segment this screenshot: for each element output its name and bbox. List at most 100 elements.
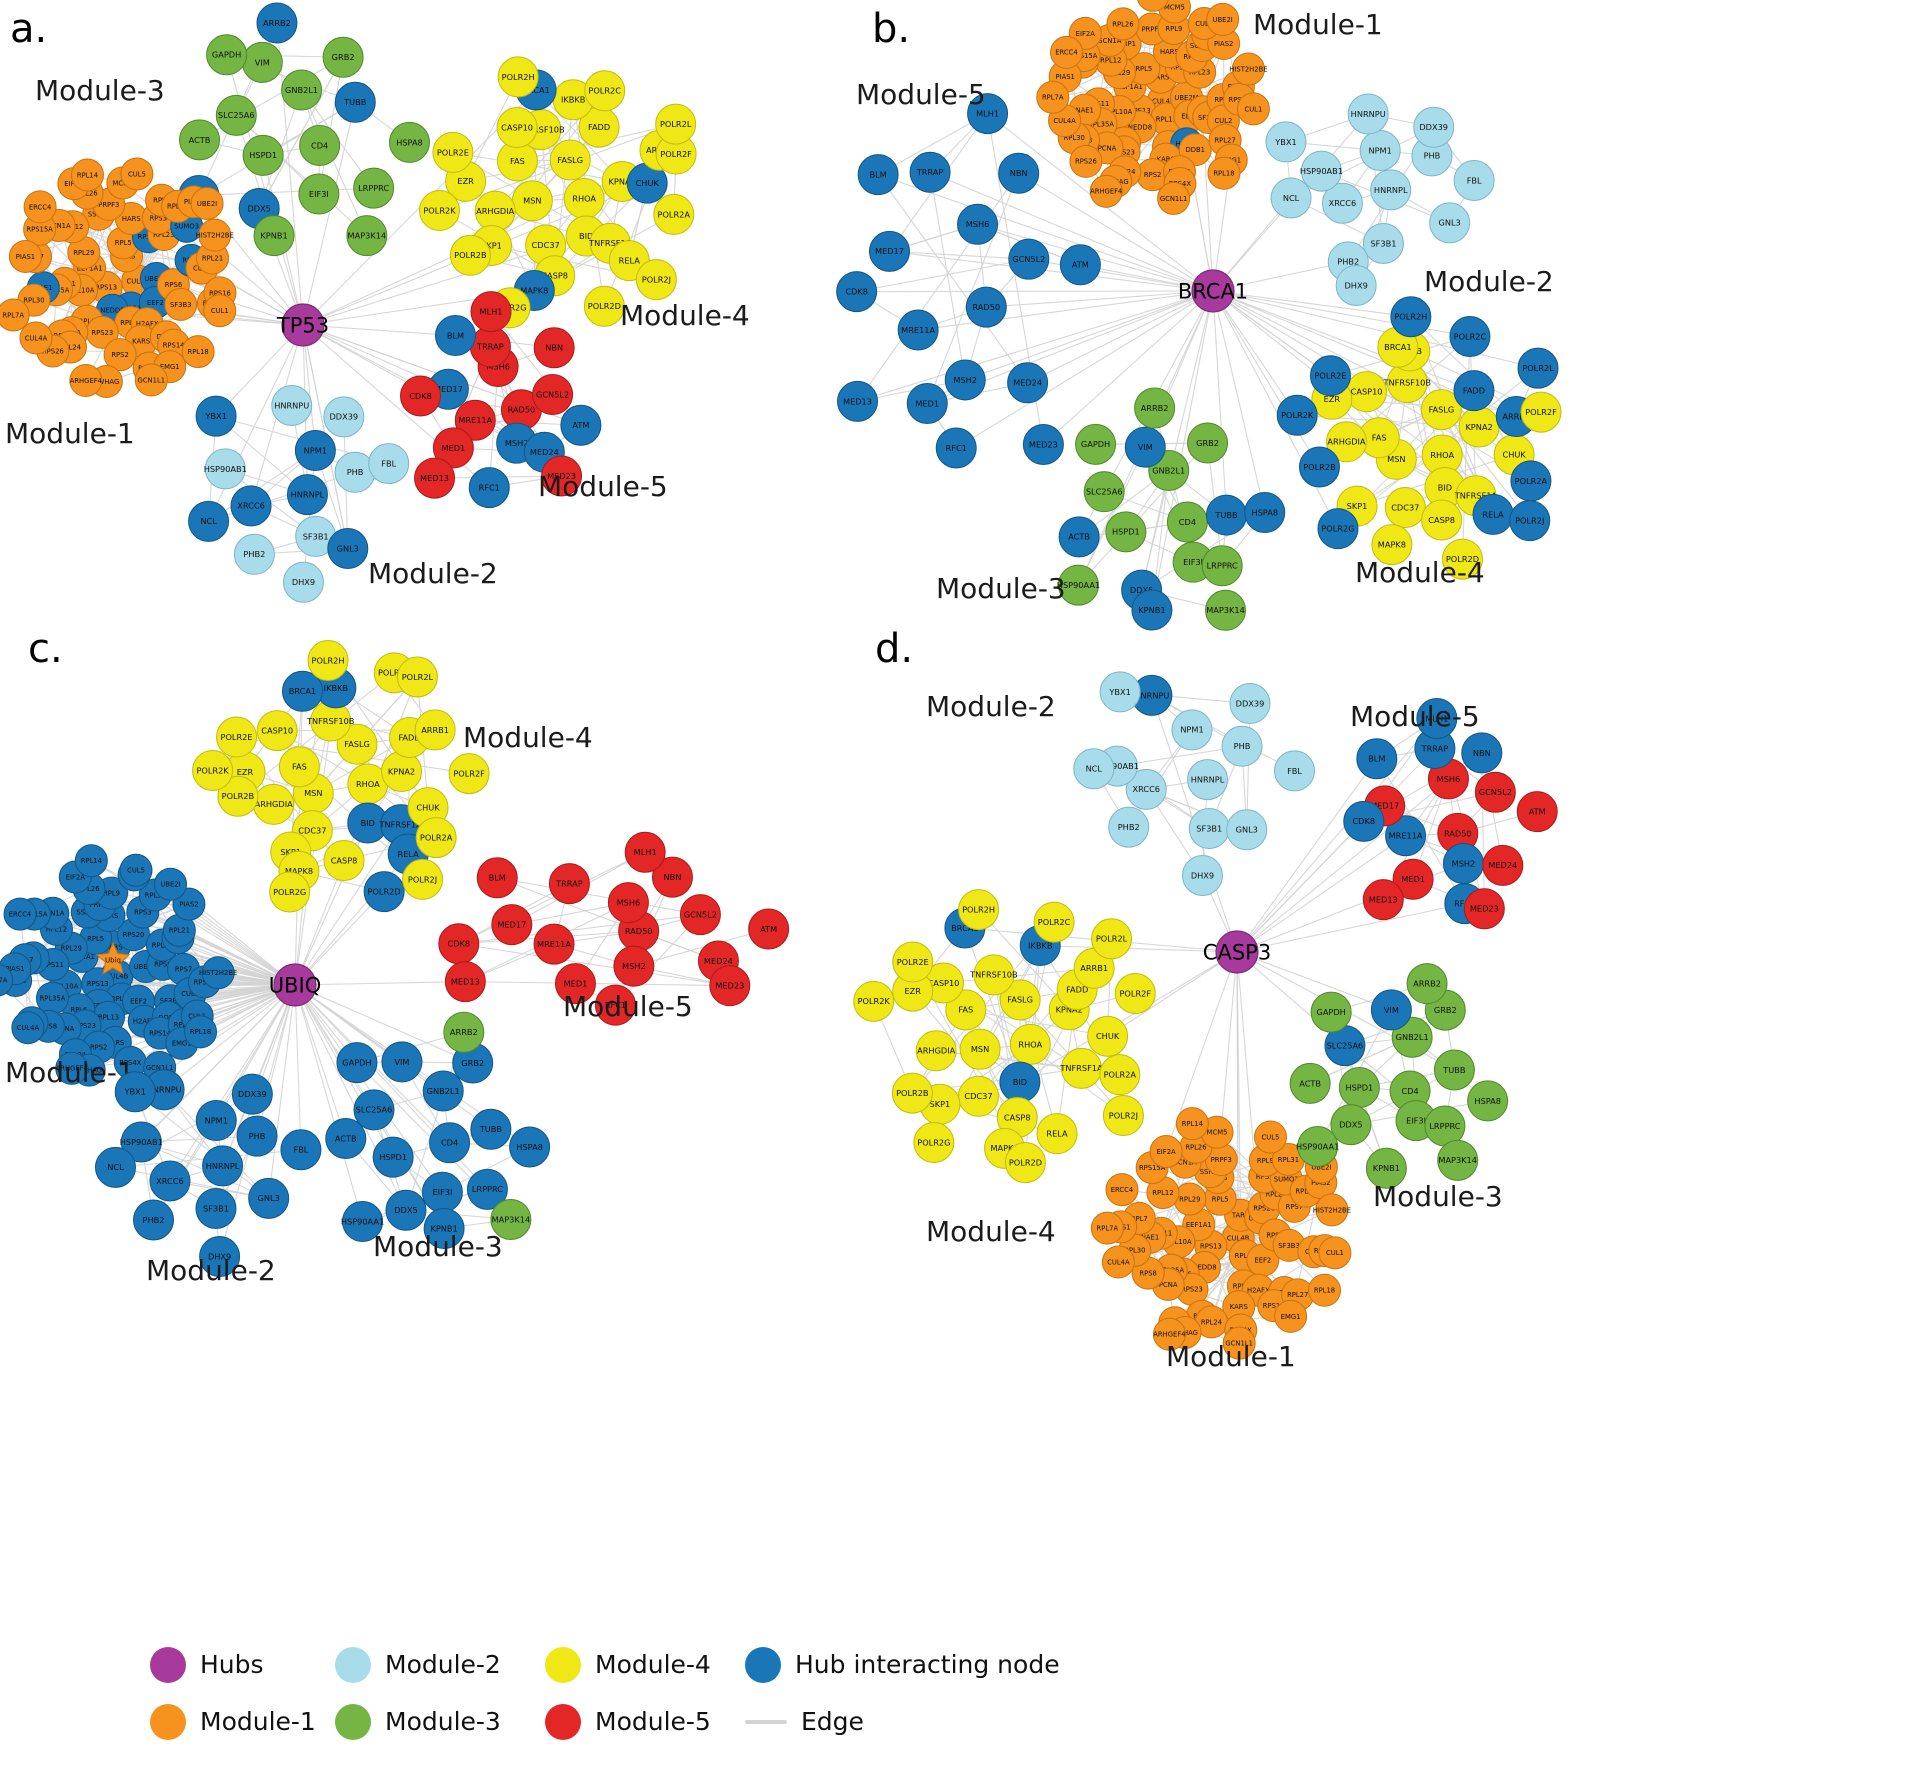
node-label-PHB2: PHB2 (1118, 822, 1140, 832)
node-POLR2K: POLR2K (853, 980, 895, 1022)
node-label-RPS2: RPS2 (90, 1043, 107, 1051)
node-label-RPL6: RPL6 (79, 318, 96, 326)
node-HSP90AA1: HSP90AA1 (1296, 1125, 1339, 1167)
node-label-FBL: FBL (1287, 766, 1302, 776)
node-label-SF3B1: SF3B1 (203, 1203, 229, 1213)
node-MED13: MED13 (837, 380, 879, 422)
node-label-CHUK: CHUK (416, 802, 440, 812)
node-MED1: MED1 (906, 382, 948, 424)
module-label-Module-4: Module-4 (463, 721, 593, 754)
nodes-panel-BRCA1: RAD50MRE11AMSH6MSH2MED17GCN5L2MED1TRRAPM… (836, 0, 1562, 631)
module3-swatch (335, 1703, 371, 1740)
node-label-CUL1: CUL1 (1326, 1249, 1344, 1257)
node-label-RPL18: RPL18 (1314, 1287, 1335, 1295)
node-label-RPS8: RPS8 (1139, 1269, 1156, 1277)
node-label-BRCA1: BRCA1 (951, 923, 978, 933)
node-label-SF3B3: SF3B3 (160, 997, 182, 1005)
node-label-MED13: MED13 (451, 976, 480, 986)
node-BLM: BLM (857, 154, 899, 196)
node-NBN: NBN (533, 327, 575, 369)
node-label-RPL21: RPL21 (1295, 1188, 1316, 1196)
node-label-EEF2: EEF2 (147, 299, 164, 307)
node-CASP10: CASP10 (1346, 371, 1388, 413)
node-label-RPL31: RPL31 (145, 891, 166, 899)
node-label-YWHAG: YWHAG (75, 1067, 102, 1075)
node-label-UBE2M: UBE2M (134, 963, 158, 971)
legend-item-edge: Edge (745, 1707, 1105, 1736)
node-HSP90AB1: HSP90AB1 (120, 1121, 163, 1163)
node-label-DHX9: DHX9 (292, 577, 315, 587)
node-label-XRCC6: XRCC6 (1132, 784, 1160, 794)
node-label-EMG1: EMG1 (1281, 1313, 1301, 1321)
module-label-Module-1: Module-1 (1253, 8, 1383, 41)
node-POLR2F: POLR2F (1114, 973, 1156, 1015)
node-POLR2F: POLR2F (1520, 391, 1562, 433)
node-label-MED24: MED24 (704, 956, 733, 966)
node-ARHGEF4: ARHGEF4 (69, 364, 103, 398)
node-label-RPL35A: RPL35A (40, 995, 66, 1003)
node-label-DDX39: DDX39 (238, 1089, 267, 1099)
node-DDX39: DDX39 (1229, 683, 1271, 725)
node-label-CDC37: CDC37 (532, 240, 560, 250)
node-label-RPL10A: RPL10A (1106, 108, 1132, 116)
node-XRCC6: XRCC6 (149, 1160, 191, 1202)
node-POLR2C: POLR2C (584, 70, 626, 112)
legend-item-hub-interacting-node: Hub interacting node (745, 1646, 1105, 1683)
node-label-XRCC6: XRCC6 (1329, 198, 1357, 208)
node-label-MRE11A: MRE11A (1389, 831, 1423, 841)
node-ARHGDIA: ARHGDIA (915, 1030, 957, 1072)
node-label-MAP3K14: MAP3K14 (1206, 605, 1245, 615)
node-CUL4A: CUL4A (1101, 1245, 1135, 1279)
node-label-CASP10: CASP10 (1351, 387, 1383, 397)
node-label-VIM: VIM (1138, 442, 1153, 452)
node-label-ATM: ATM (760, 924, 777, 934)
node-DDX39: DDX39 (1413, 106, 1455, 148)
node-label-POLR2K: POLR2K (1281, 410, 1314, 420)
node-label-TNFRSF1A: TNFRSF1A (588, 238, 632, 248)
node-POLR2H: POLR2H (1390, 296, 1432, 338)
node-label-CASP8: CASP8 (1004, 1112, 1031, 1122)
node-label-PIAS2: PIAS2 (179, 901, 198, 909)
node-POLR2L: POLR2L (396, 656, 438, 698)
node-CUL1: CUL1 (1236, 92, 1270, 126)
node-label-GNB2L1: GNB2L1 (285, 85, 318, 95)
node-label-TNFRSF10B: TNFRSF10B (306, 716, 355, 726)
node-label-ARRB1: ARRB1 (1502, 411, 1530, 421)
node-PHB2: PHB2 (1108, 806, 1150, 848)
node-POLR2B: POLR2B (449, 234, 491, 276)
node-label-PRPF3: PRPF3 (1141, 25, 1162, 33)
node-RFC1: RFC1 (468, 467, 510, 509)
node-HSPD1: HSPD1 (242, 134, 284, 176)
node-label-MRE11A: MRE11A (901, 325, 935, 335)
node-CDC37: CDC37 (957, 1075, 999, 1117)
node-label-EEF1A1: EEF1A1 (77, 265, 103, 273)
node-label-MED24: MED24 (1013, 378, 1042, 388)
node-XRCC6: XRCC6 (230, 485, 272, 527)
node-KPNB1: KPNB1 (423, 1208, 465, 1250)
node-MRE11A: MRE11A (897, 309, 939, 351)
node-label-RPS2: RPS2 (1144, 171, 1161, 179)
node-label-BLM: BLM (870, 169, 887, 179)
node-MSH2: MSH2 (1442, 842, 1484, 884)
node-RFC1: RFC1 (935, 427, 977, 469)
node-label-HNRNPL: HNRNPL (291, 489, 325, 499)
node-ARHGDIA: ARHGDIA (253, 783, 295, 825)
node-label-NEDD8: NEDD8 (1128, 123, 1152, 131)
node-label-H2AFX: H2AFX (1247, 1286, 1270, 1294)
node-label-RPL5: RPL5 (87, 935, 104, 943)
node-label-ATM: ATM (1072, 260, 1089, 270)
node-label-DDX39: DDX39 (1419, 122, 1448, 132)
node-label-ERCC4: ERCC4 (1055, 49, 1078, 57)
node-label-FASLG: FASLG (344, 739, 370, 749)
node-RPL14: RPL14 (1137, 0, 1169, 12)
hub-interacting-node-swatch (745, 1646, 781, 1683)
node-label-NBN: NBN (1010, 168, 1028, 178)
node-RPS26: RPS26 (1069, 144, 1103, 178)
node-label-TNFRSF10B: TNFRSF10B (1383, 377, 1432, 387)
node-label-TUBB: TUBB (343, 97, 367, 107)
node-CUL5: CUL5 (119, 853, 153, 887)
node-MAP3K14: MAP3K14 (346, 215, 388, 257)
node-label-TRRAP: TRRAP (476, 342, 504, 352)
node-MSH6: MSH6 (607, 882, 649, 924)
node-FASLG: FASLG (999, 979, 1041, 1021)
